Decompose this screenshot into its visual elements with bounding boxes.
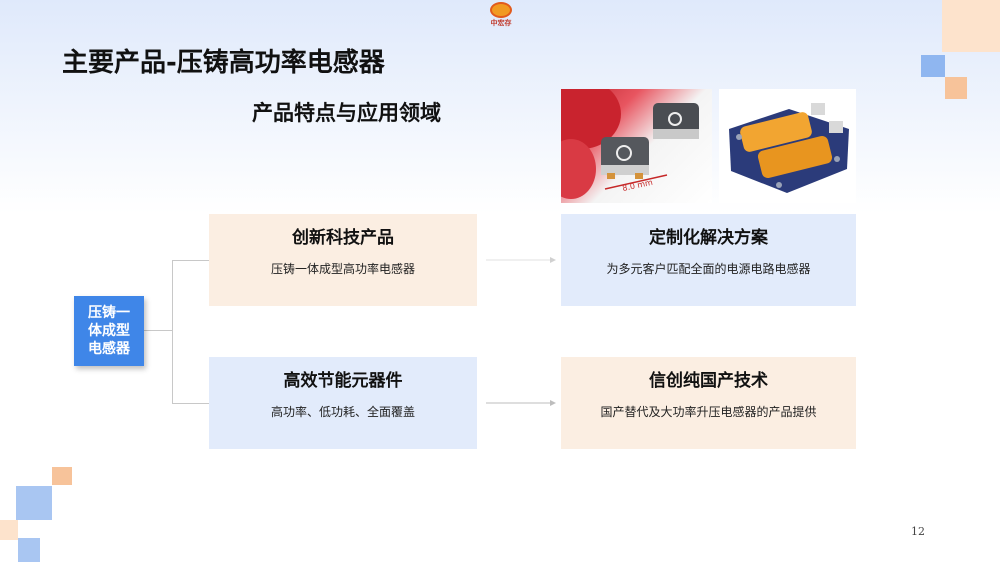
product-photo-coils xyxy=(719,89,856,203)
category-line: 电感器 xyxy=(88,341,130,357)
product-category-box: 压铸一 体成型 电感器 xyxy=(74,296,144,366)
feature-card-customization: 定制化解决方案 为多元客户匹配全面的电源电路电感器 xyxy=(561,214,856,306)
arrow-connector xyxy=(486,400,556,406)
connector-line xyxy=(172,260,230,261)
deco-square xyxy=(52,467,72,485)
scale-label: 8.0 mm xyxy=(622,178,654,193)
page-number: 12 xyxy=(911,525,925,538)
card-description: 高功率、低功耗、全面覆盖 xyxy=(270,405,415,419)
card-description: 为多元客户匹配全面的电源电路电感器 xyxy=(606,262,811,276)
logo-text: 中宏存 xyxy=(490,19,512,27)
page-subtitle: 产品特点与应用领域 xyxy=(252,101,441,125)
page-title: 主要产品-压铸高功率电感器 xyxy=(62,48,385,78)
product-photo-inductors: 8.0 mm xyxy=(561,89,712,203)
logo-mark xyxy=(490,2,512,18)
connector-line xyxy=(172,260,173,403)
connector-line xyxy=(172,403,230,404)
deco-square xyxy=(16,486,52,520)
arrow-connector xyxy=(486,257,556,263)
deco-square xyxy=(18,538,40,562)
card-heading: 高效节能元器件 xyxy=(283,371,403,391)
feature-card-domestic: 信创纯国产技术 国产替代及大功率升压电感器的产品提供 xyxy=(561,357,856,449)
category-line: 压铸一 xyxy=(88,305,130,321)
deco-square xyxy=(0,520,18,540)
card-heading: 创新科技产品 xyxy=(292,228,394,248)
feature-card-innovation: 创新科技产品 压铸一体成型高功率电感器 xyxy=(209,214,477,306)
category-line: 体成型 xyxy=(88,323,130,339)
feature-card-efficiency: 高效节能元器件 高功率、低功耗、全面覆盖 xyxy=(209,357,477,449)
card-description: 压铸一体成型高功率电感器 xyxy=(270,262,415,276)
connector-line xyxy=(144,330,172,331)
deco-square xyxy=(942,0,1000,52)
company-logo: 中宏存 xyxy=(486,0,516,30)
deco-square xyxy=(945,77,967,99)
card-heading: 定制化解决方案 xyxy=(649,228,768,248)
card-heading: 信创纯国产技术 xyxy=(649,371,768,391)
deco-square xyxy=(921,55,945,77)
card-description: 国产替代及大功率升压电感器的产品提供 xyxy=(600,405,817,419)
